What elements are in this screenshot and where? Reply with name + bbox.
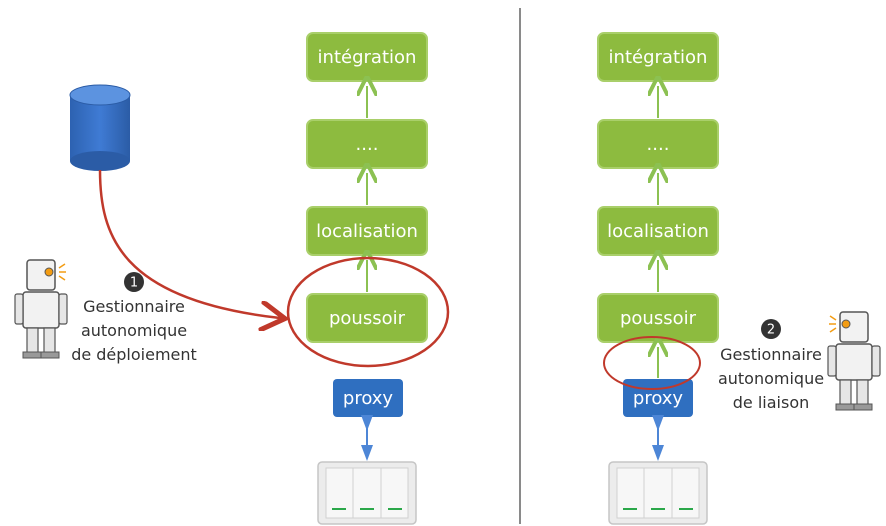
manager-label-line: de déploiement [71, 345, 197, 364]
step-marker [124, 272, 144, 292]
component-label: intégration [609, 47, 708, 68]
manager-label-line: autonomique [81, 321, 187, 340]
step-marker-label: 2 [767, 323, 775, 338]
step-marker-label: 1 [130, 276, 138, 291]
component-box [306, 293, 428, 343]
component-label: .... [356, 134, 379, 155]
manager-label-line: autonomique [718, 369, 824, 388]
component-label: intégration [318, 47, 417, 68]
manager-label-line: Gestionnaire [720, 345, 822, 364]
deployment-curve [98, 169, 280, 318]
step-marker [761, 319, 781, 339]
robot-icon [14, 259, 68, 359]
proxy-box [333, 379, 403, 417]
component-label: localisation [607, 221, 709, 242]
proxy-label: proxy [633, 388, 684, 409]
component-label: .... [647, 134, 670, 155]
right-panel: intégration .... localisation poussoir p… [597, 32, 881, 525]
manager-label-line: de liaison [733, 393, 810, 412]
switch-icon [608, 461, 708, 525]
robot-icon [827, 311, 881, 411]
left-stack: intégration .... localisation poussoir [306, 32, 428, 343]
database-icon [69, 84, 131, 171]
switch-icon [317, 461, 417, 525]
manager-label-line: Gestionnaire [83, 297, 185, 316]
highlight-ellipse [286, 256, 450, 368]
component-label: poussoir [329, 308, 406, 329]
proxy-label: proxy [343, 388, 394, 409]
highlight-ellipse [603, 336, 701, 390]
component-label: localisation [316, 221, 418, 242]
left-panel: intégration .... localisation poussoir p… [14, 32, 450, 525]
component-label: poussoir [620, 308, 697, 329]
